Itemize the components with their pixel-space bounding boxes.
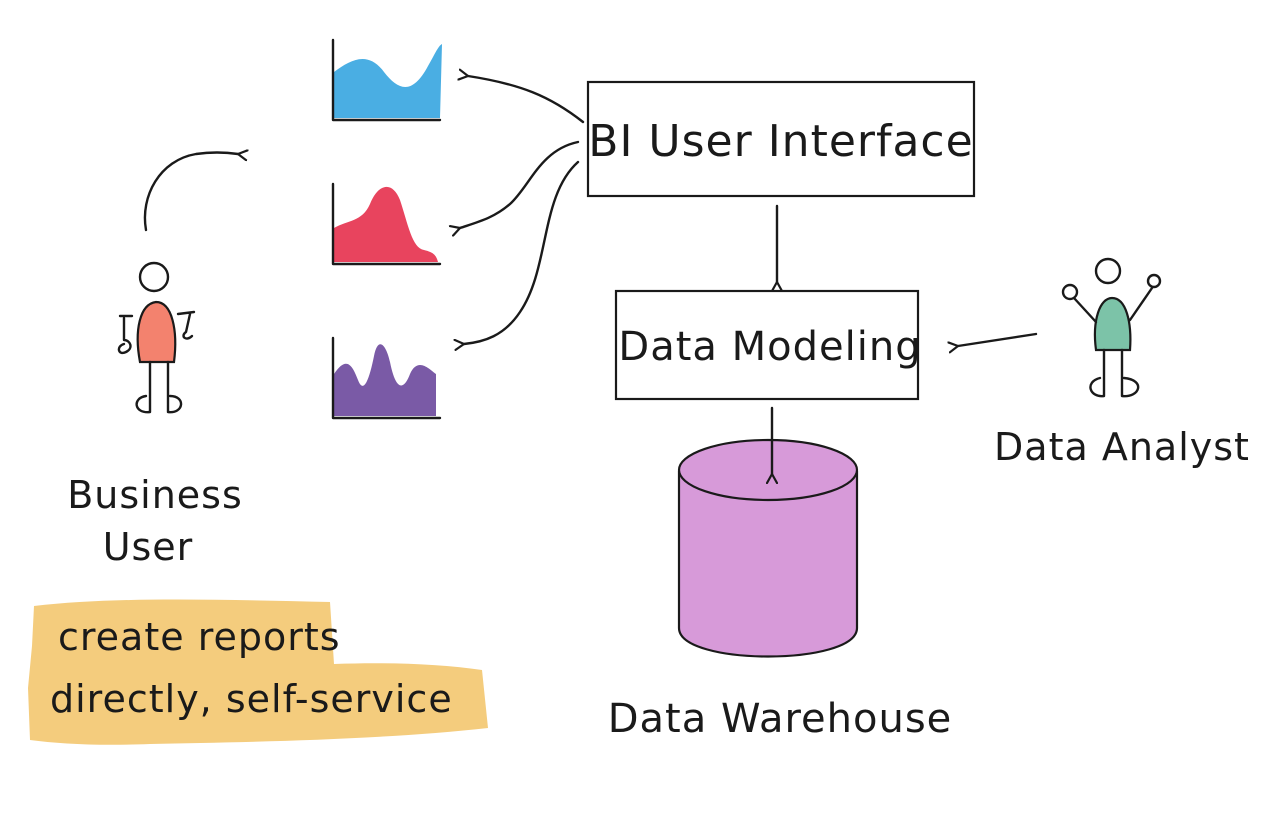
self-service-note: create reports directly, self-service	[28, 599, 488, 745]
report-chart-blue	[331, 38, 442, 122]
arrow-bi-to-chart-blue	[468, 76, 585, 124]
note-highlight	[28, 599, 488, 745]
arrow-bi-to-chart-purple	[464, 160, 580, 344]
bi-user-interface-label: BI User Interface	[588, 116, 973, 167]
chart-red-fill	[334, 186, 438, 262]
chart-red-axes	[331, 182, 442, 266]
data-warehouse-top	[677, 438, 859, 502]
data-warehouse-node: Data Warehouse	[608, 438, 953, 742]
data-modeling-box	[614, 289, 920, 401]
business-user-label-line-1: Business	[67, 473, 243, 517]
data-modeling-label: Data Modeling	[618, 324, 921, 370]
chart-blue-fill	[334, 44, 442, 118]
bi-user-interface-node: BI User Interface	[586, 80, 976, 198]
report-chart-red	[331, 182, 442, 266]
business-user-actor: Business User	[67, 261, 243, 569]
data-analyst-label: Data Analyst	[994, 425, 1250, 469]
data-warehouse-body	[677, 470, 859, 658]
business-user-body	[136, 300, 177, 364]
data-warehouse-label: Data Warehouse	[608, 696, 953, 742]
business-user-label-line-2: User	[103, 525, 194, 569]
chart-blue-axes	[331, 38, 442, 122]
report-chart-purple	[331, 336, 442, 420]
arrow-bi-to-chart-red	[460, 140, 580, 228]
data-analyst-figure-icon	[1061, 257, 1162, 398]
chart-purple-fill	[334, 344, 436, 416]
business-user-figure-icon	[117, 261, 196, 414]
note-line-1: create reports	[58, 615, 341, 659]
note-line-2: directly, self-service	[50, 677, 453, 721]
arrow-business-user-to-charts	[143, 153, 238, 232]
data-modeling-node: Data Modeling	[614, 289, 921, 401]
bi-user-interface-box	[586, 80, 976, 198]
chart-purple-axes	[331, 336, 442, 420]
data-analyst-body	[1093, 296, 1132, 352]
arrow-analyst-to-data-modeling	[958, 332, 1038, 346]
data-analyst-actor: Data Analyst	[994, 257, 1250, 469]
